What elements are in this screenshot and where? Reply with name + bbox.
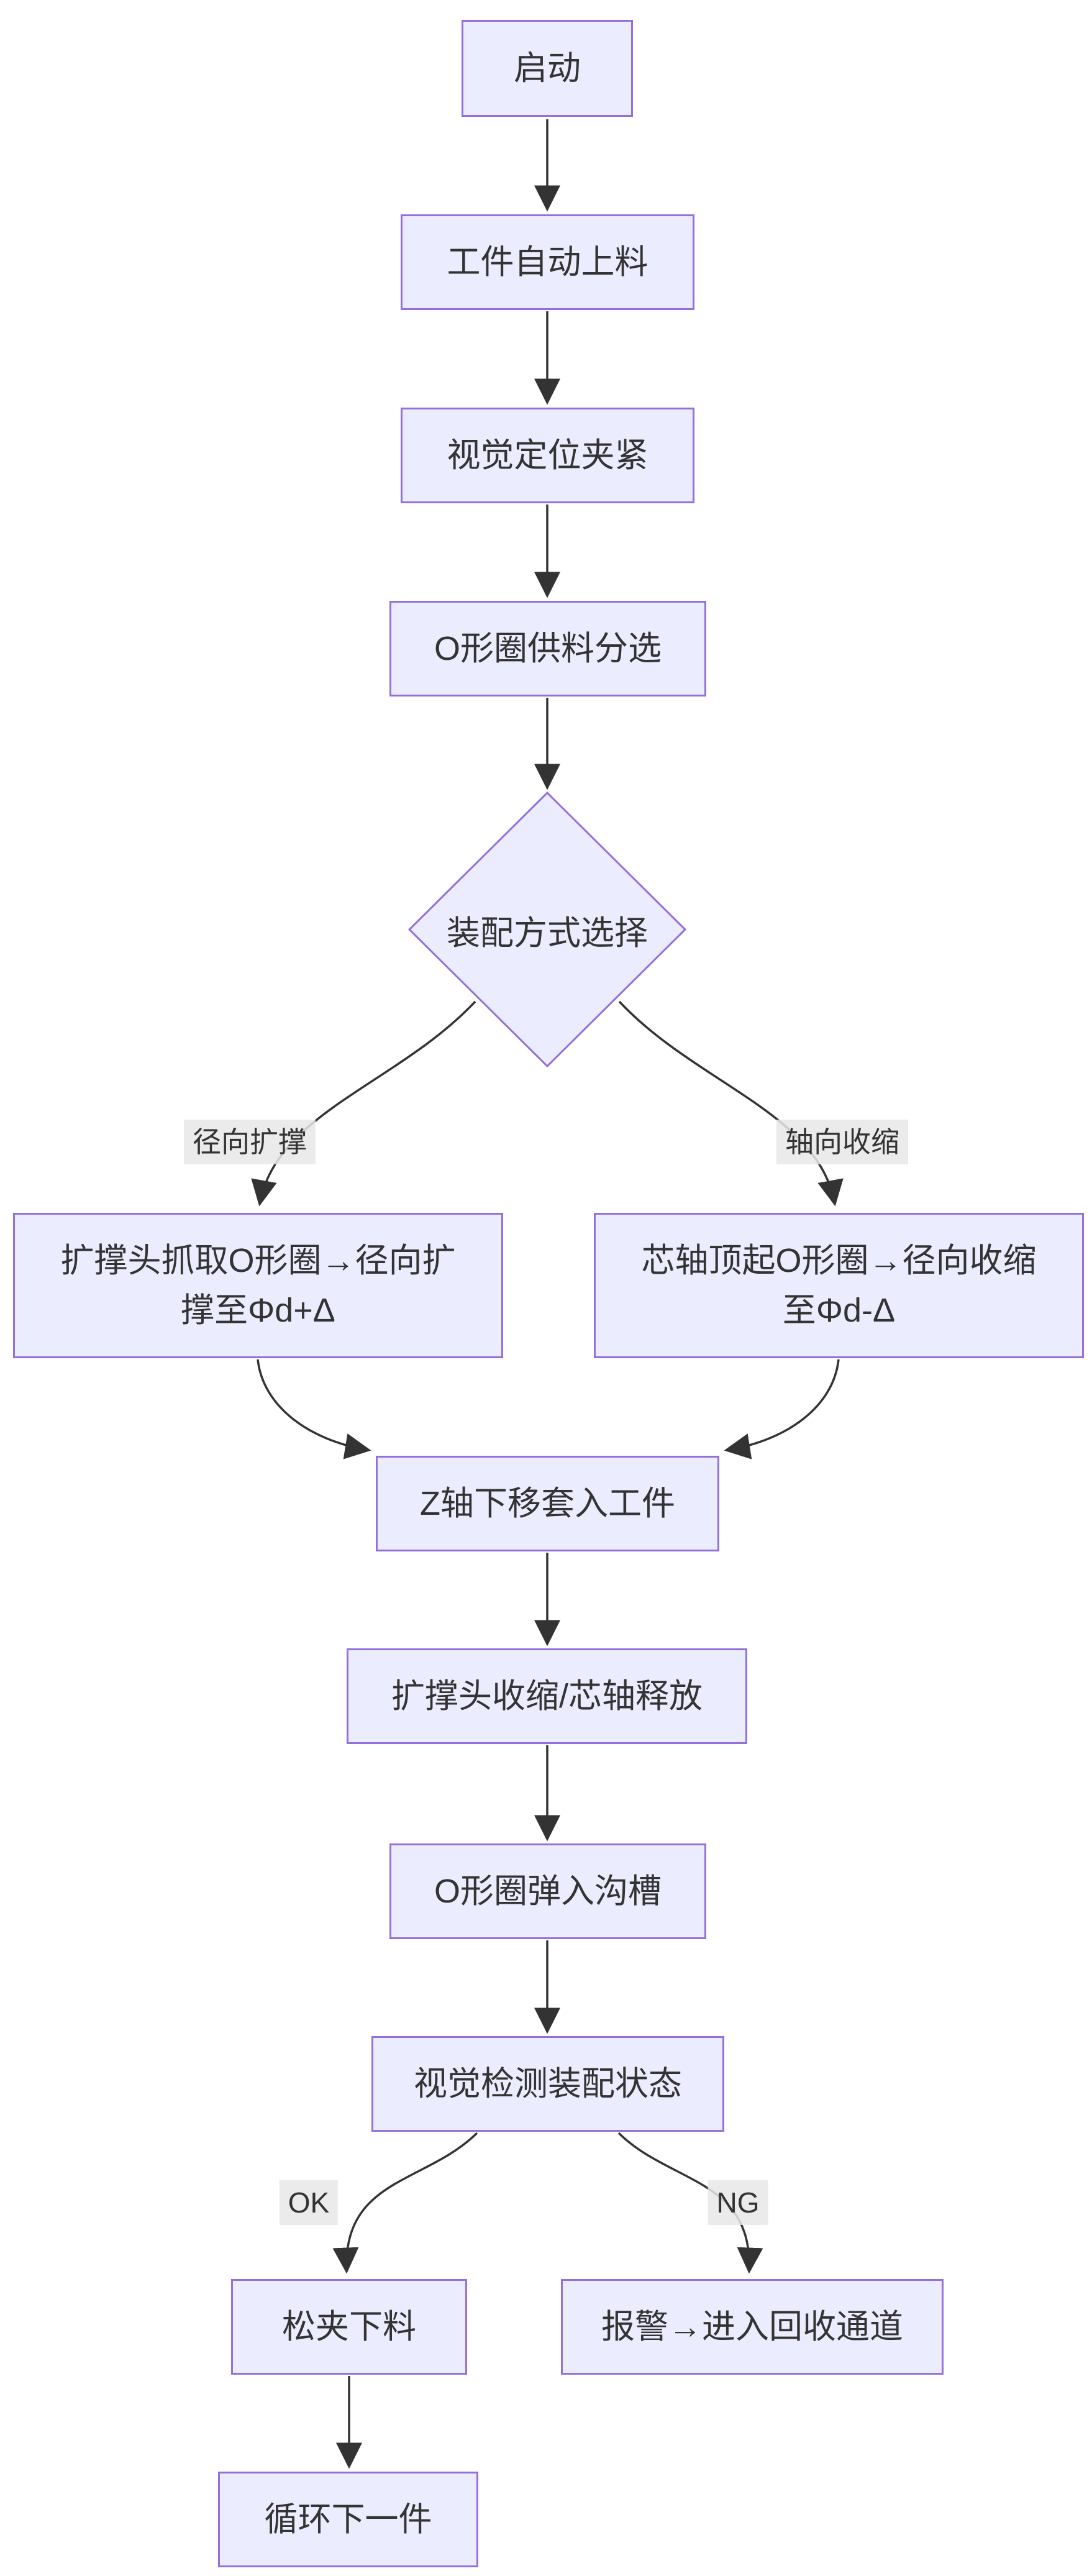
- node-vision-check: 视觉检测装配状态: [371, 2036, 724, 2132]
- node-release: 扩撑头收缩/芯轴释放: [347, 1648, 747, 1744]
- node-unload: 松夹下料: [231, 2279, 467, 2375]
- node-oring-feed: O形圈供料分选: [389, 601, 706, 697]
- edge-label-axial: 轴向收缩: [776, 1120, 908, 1164]
- edge-label-radial: 径向扩撑: [184, 1120, 316, 1164]
- edge-visioncheck-to-unload: [332, 2132, 478, 2274]
- node-axial-shrink: 芯轴顶起O形圈→径向收缩至Φd-Δ: [594, 1213, 1084, 1358]
- node-alarm-recycle: 报警→进入回收通道: [561, 2279, 944, 2375]
- edge-radial-to-zinsert: [257, 1359, 371, 1459]
- node-snap-in: O形圈弹入沟槽: [389, 1843, 706, 1939]
- node-z-insert: Z轴下移套入工件: [376, 1456, 719, 1551]
- edge-decision-to-radial: [251, 1000, 476, 1207]
- node-radial-expand: 扩撑头抓取O形圈→径向扩撑至Φd+Δ: [13, 1213, 503, 1358]
- node-decision-label: 装配方式选择: [447, 914, 648, 952]
- node-vision-clamp: 视觉定位夹紧: [401, 408, 694, 503]
- node-loop-next: 循环下一件: [218, 2472, 478, 2567]
- node-start: 启动: [462, 20, 633, 117]
- decision-diamond: [407, 791, 687, 1068]
- edge-visioncheck-to-alarm: [617, 2132, 763, 2274]
- edge-decision-to-axial: [618, 1000, 844, 1207]
- node-auto-load: 工件自动上料: [401, 214, 694, 310]
- edge-label-ng: NG: [708, 2180, 768, 2225]
- edge-axial-to-zinsert: [724, 1359, 840, 1459]
- edge-label-ok: OK: [279, 2180, 339, 2225]
